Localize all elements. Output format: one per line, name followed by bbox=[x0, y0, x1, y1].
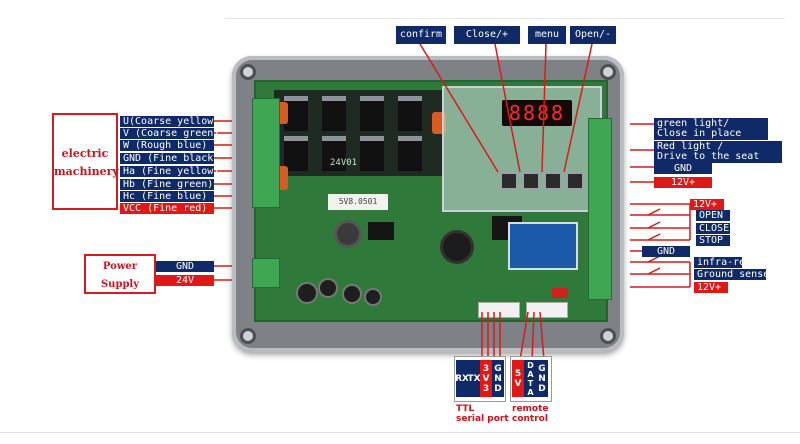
remote-5v: 5V bbox=[512, 360, 524, 397]
mount-hole bbox=[240, 328, 256, 344]
open-minus-button[interactable] bbox=[566, 172, 584, 190]
mount-hole bbox=[600, 64, 616, 80]
motor-title-2: machinery bbox=[54, 165, 119, 178]
wire-gnd: GND (Fine black bbox=[120, 153, 214, 164]
open-input-label: OPEN bbox=[696, 210, 730, 221]
wire-ha: Ha (Fine yellow) bbox=[120, 166, 219, 177]
red-light-label: Red light / Drive to the seat bbox=[654, 141, 782, 163]
inductor bbox=[334, 220, 362, 248]
menu-label: menu bbox=[528, 26, 566, 44]
input-gnd-label: GND bbox=[642, 246, 690, 257]
wire-hb: Hb (Fine green) bbox=[120, 179, 214, 190]
ttl-gnd: GND bbox=[492, 360, 504, 397]
mosfet bbox=[398, 96, 422, 131]
io-terminal-block bbox=[588, 118, 612, 300]
green-light-line1: green light/ bbox=[657, 118, 730, 129]
right-12v-label: 12V+ bbox=[654, 177, 712, 188]
power-gnd: GND bbox=[156, 261, 214, 272]
top-rule bbox=[225, 18, 785, 19]
confirm-label: confirm bbox=[396, 26, 446, 44]
power-terminal-block bbox=[252, 258, 280, 288]
board-sticker: 5V8.0501 bbox=[328, 194, 388, 210]
electrolytic-cap bbox=[296, 282, 318, 304]
mosfet bbox=[284, 96, 308, 131]
bottom-rule bbox=[0, 432, 800, 433]
right-gnd-label: GND bbox=[654, 163, 712, 174]
power-24v: 24V bbox=[156, 275, 214, 286]
close-plus-label: Close/+ bbox=[454, 26, 520, 44]
mosfet bbox=[398, 136, 422, 171]
ic-chip bbox=[368, 222, 394, 240]
wire-hc: Hc (Fine blue) bbox=[120, 191, 214, 202]
power-title-1: Power bbox=[102, 261, 138, 272]
wire-v: V (Coarse green) bbox=[120, 128, 219, 139]
mosfet bbox=[360, 136, 384, 171]
red-light-line1: Red light / bbox=[657, 141, 724, 152]
ttl-caption-2: serial port bbox=[456, 414, 509, 424]
electrolytic-cap bbox=[364, 288, 382, 306]
power-title-2: Supply bbox=[100, 279, 140, 290]
remote-caption-1: remote bbox=[512, 404, 549, 414]
green-light-label: green light/ Close in place bbox=[654, 118, 768, 140]
confirm-button[interactable] bbox=[500, 172, 518, 190]
motor-group-box: electric machinery bbox=[52, 113, 119, 210]
mosfet bbox=[322, 136, 346, 171]
red-jumper bbox=[552, 288, 568, 298]
ttl-tx: TX bbox=[467, 360, 481, 397]
wire-vcc: VCC (Fine red) bbox=[120, 203, 214, 214]
wire-u: U(Coarse yellow bbox=[120, 116, 214, 127]
close-input-label: CLOSE bbox=[696, 223, 730, 234]
close-plus-button[interactable] bbox=[522, 172, 540, 190]
board-marking: 24V01 bbox=[330, 158, 358, 168]
rf-module bbox=[508, 222, 578, 270]
input-12v-label: 12V+ bbox=[690, 199, 724, 210]
electrolytic-cap bbox=[342, 284, 362, 304]
buzzer bbox=[440, 230, 474, 264]
mosfet bbox=[360, 96, 384, 131]
ground-sense-label: Ground sense bbox=[694, 269, 769, 280]
open-minus-label: Open/- bbox=[570, 26, 616, 44]
green-light-line2: Close in place bbox=[657, 128, 742, 139]
remote-header bbox=[526, 302, 568, 318]
menu-button[interactable] bbox=[544, 172, 562, 190]
red-light-line2: Drive to the seat bbox=[657, 151, 760, 162]
power-group-box: Power Supply bbox=[84, 254, 156, 294]
display-digits: 8888 bbox=[508, 101, 566, 125]
pcb: 24V01 8888 5V8.0501 bbox=[252, 80, 612, 322]
mosfet bbox=[284, 136, 308, 171]
wire-w: W (Rough blue) bbox=[120, 140, 214, 151]
display-cover: 8888 bbox=[442, 86, 602, 212]
infrared-label: infra-re bbox=[694, 257, 745, 268]
input-12v-b-label: 12V+ bbox=[694, 282, 728, 293]
electrolytic-cap bbox=[318, 278, 338, 298]
ttl-caption-1: TTL bbox=[456, 404, 475, 414]
sticker-text: 5V8.0501 bbox=[338, 197, 378, 206]
mount-hole bbox=[240, 64, 256, 80]
seven-seg-display: 8888 bbox=[502, 100, 572, 126]
remote-gnd: GND bbox=[536, 360, 548, 397]
mosfet bbox=[322, 96, 346, 131]
motor-title-1: electric bbox=[61, 147, 109, 160]
motor-terminal-block bbox=[252, 98, 280, 208]
ttl-rx: RX bbox=[455, 360, 469, 397]
stop-input-label: STOP bbox=[696, 235, 730, 246]
remote-caption-2: control bbox=[512, 414, 548, 424]
remote-data: DATA bbox=[524, 360, 536, 397]
ttl-3v3: 3V3 bbox=[480, 360, 492, 397]
mount-hole bbox=[600, 328, 616, 344]
